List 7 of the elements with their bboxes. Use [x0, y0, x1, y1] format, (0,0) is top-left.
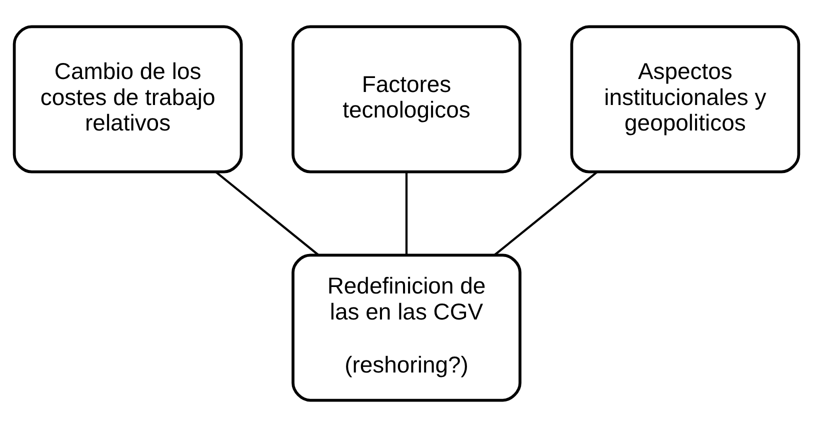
connector — [405, 172, 408, 254]
node-box: Aspectos institucionales y geopoliticos — [570, 24, 800, 173]
connector — [215, 170, 320, 256]
node-box: Factores tecnologicos — [292, 24, 522, 173]
connector — [494, 170, 598, 256]
node-box: Cambio de los costes de trabajo relativos — [12, 24, 243, 173]
node-box: Redefinicion de las en las CGV (reshoring?) — [292, 253, 522, 402]
